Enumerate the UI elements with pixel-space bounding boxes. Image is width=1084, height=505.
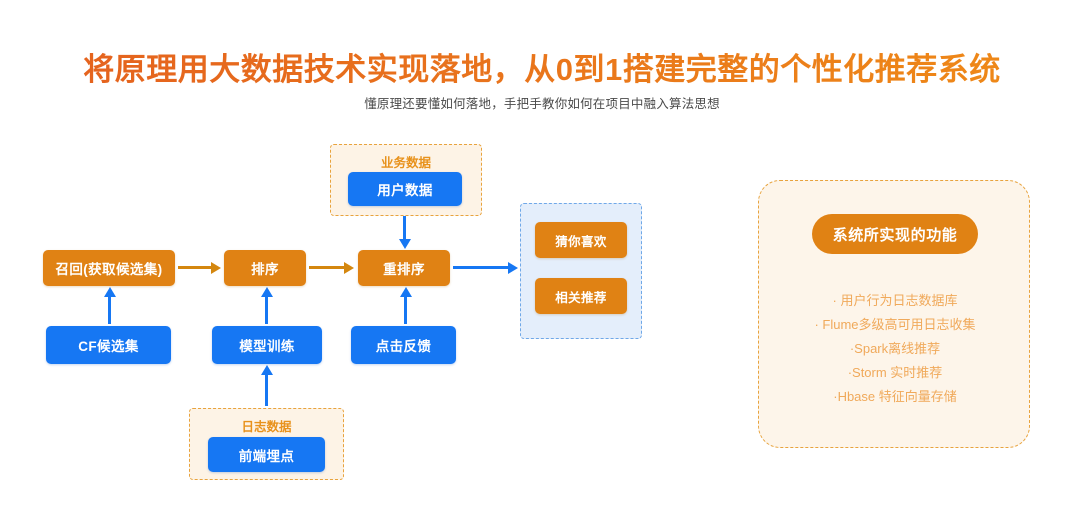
node-user-data[interactable]: 用户数据 [348,172,462,206]
node-frontend-tracking[interactable]: 前端埋点 [208,437,325,472]
arrow-log-data-to-model-training [260,365,273,406]
source-cf-candidate-set[interactable]: CF候选集 [46,326,171,364]
arrow-ranking-to-rerank [309,261,354,274]
feature-item: · 用户行为日志数据库 [832,293,958,308]
stage-recall[interactable]: 召回(获取候选集) [43,250,175,286]
output-guess-you-like[interactable]: 猜你喜欢 [535,222,627,258]
feature-panel: 系统所实现的功能 · 用户行为日志数据库 · Flume多级高可用日志收集 ·S… [758,180,1030,448]
stage-rerank[interactable]: 重排序 [358,250,450,286]
arrow-cf-to-recall [103,287,116,324]
arrow-user-data-to-rerank [398,216,411,249]
output-related-recommend[interactable]: 相关推荐 [535,278,627,314]
log-data-label: 日志数据 [241,420,292,434]
arrow-model-training-to-ranking [260,287,273,324]
source-click-feedback[interactable]: 点击反馈 [351,326,456,364]
feature-item: ·Hbase 特征向量存储 [833,389,957,404]
feature-item: ·Spark离线推荐 [849,341,941,356]
arrow-click-feedback-to-rerank [399,287,412,324]
page-subtitle: 懂原理还要懂如何落地，手把手教你如何在项目中融入算法思想 [364,97,720,111]
feature-panel-title: 系统所实现的功能 [812,214,978,254]
business-data-label: 业务数据 [380,156,431,170]
arrow-rerank-to-output [453,261,518,274]
page-title: 将原理用大数据技术实现落地，从0到1搭建完整的个性化推荐系统 [0,44,1084,89]
feature-list: · 用户行为日志数据库 · Flume多级高可用日志收集 ·Spark离线推荐 … [759,289,1031,409]
feature-item: ·Storm 实时推荐 [847,365,943,380]
arrow-recall-to-ranking [178,261,221,274]
feature-item: · Flume多级高可用日志收集 [814,317,976,332]
source-model-training[interactable]: 模型训练 [212,326,322,364]
stage-ranking[interactable]: 排序 [224,250,306,286]
